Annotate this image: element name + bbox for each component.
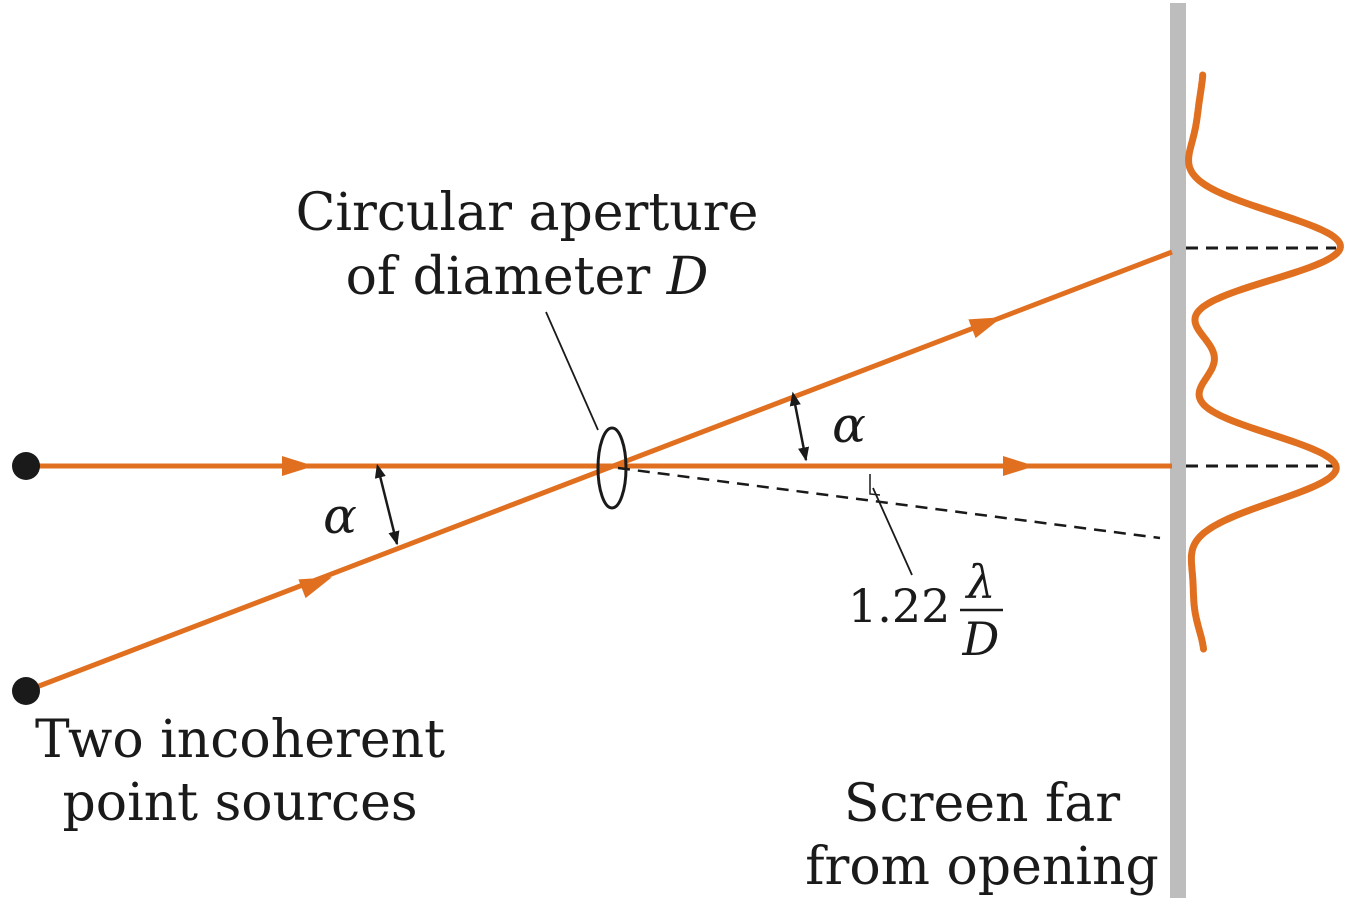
dashed-angle-line <box>617 466 1161 540</box>
diffraction-pattern-curve <box>1185 71 1344 653</box>
screen-label-line2: from opening <box>805 837 1159 897</box>
resolution-leader-line <box>872 487 913 576</box>
ray-horizontal-arrow-left <box>282 456 314 476</box>
sources-label-line2: point sources <box>62 773 417 833</box>
point-source-upper <box>12 452 40 480</box>
sources-label-line1: Two incoherent <box>35 710 445 770</box>
angle-arrow-left <box>374 463 400 546</box>
aperture-label-prefix: of diameter <box>346 247 667 307</box>
ray-tilted-arrow-right <box>968 317 1002 339</box>
point-source-lower <box>12 677 40 705</box>
screen-label-line1: Screen far <box>844 774 1120 834</box>
angle-label-left: α <box>323 487 357 545</box>
ray-tilted-arrow-left <box>298 577 332 599</box>
screen-bar <box>1170 3 1186 898</box>
angle-arrow-right <box>789 391 810 462</box>
aperture-diameter-symbol: D <box>666 247 709 307</box>
angle-label-right: α <box>832 396 866 454</box>
resolution-denominator: D <box>962 612 1000 666</box>
resolution-numerator: λ <box>964 555 995 609</box>
aperture-label-line2: of diameter D <box>346 247 709 307</box>
ray-horizontal-arrow-right <box>1003 456 1035 476</box>
resolution-coefficient: 1.22 <box>848 579 950 633</box>
right-angle-marker <box>869 474 881 496</box>
aperture-leader-line <box>545 311 599 431</box>
circular-aperture <box>596 426 628 510</box>
aperture-label-line1: Circular aperture <box>296 183 759 243</box>
